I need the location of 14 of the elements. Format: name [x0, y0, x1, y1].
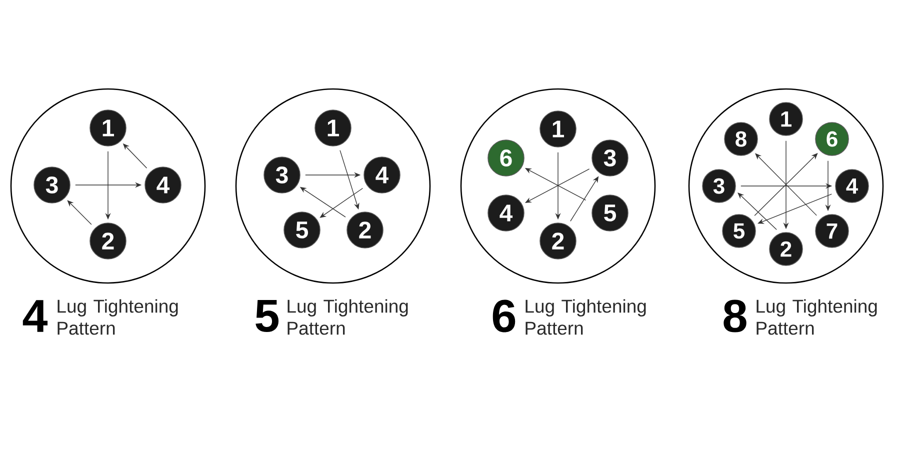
- pattern-label: Lug Tightening Pattern: [526, 299, 646, 335]
- pattern-number: 5: [256, 300, 279, 332]
- arrow: [758, 194, 832, 224]
- wheel-circle: [688, 88, 884, 284]
- wheel-circle: [10, 88, 206, 284]
- wheel-circle: [460, 88, 656, 284]
- pattern-number: 8: [724, 300, 746, 332]
- wheel-circle: [235, 88, 431, 284]
- pattern-number: 6: [492, 300, 516, 332]
- pattern-label: Lug Tightening Pattern: [58, 299, 178, 335]
- pattern-label: Lug Tightening Pattern: [756, 299, 877, 335]
- pattern-number: 4: [22, 300, 48, 332]
- arrow: [67, 200, 92, 225]
- pattern-label: Lug Tightening Pattern: [288, 299, 408, 335]
